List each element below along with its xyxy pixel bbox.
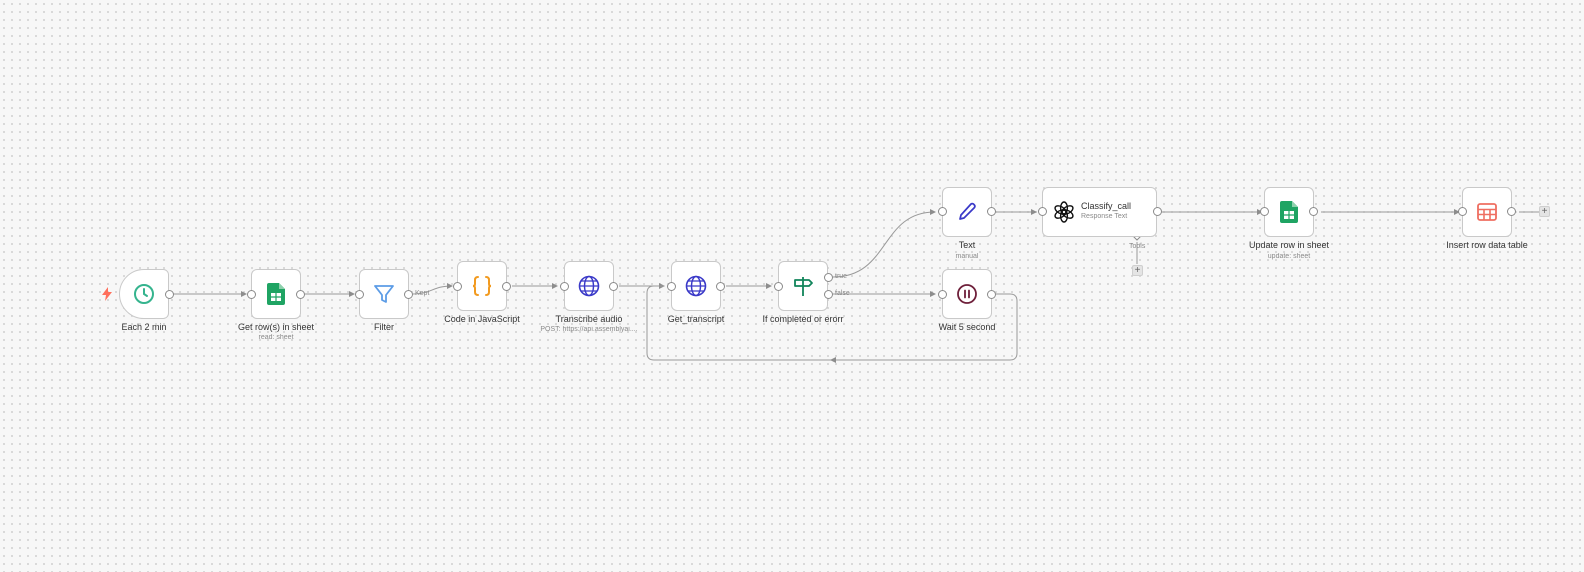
clock-icon [132,282,156,306]
wait-title: Wait 5 second [938,322,996,332]
get-rows-input-handle[interactable] [247,290,256,299]
wire-filter-to-code [412,283,453,295]
node-update-row-in-sheet[interactable] [1264,187,1314,237]
insert-row-output-handle[interactable] [1507,207,1516,216]
if-true-output-handle[interactable] [824,273,833,282]
transcribe-title: Transcribe audio [555,314,623,324]
filter-input-handle[interactable] [355,290,364,299]
get-transcript-output-handle[interactable] [716,282,725,291]
if-input-handle[interactable] [774,282,783,291]
classify-output-handle[interactable] [1153,207,1162,216]
filter-title: Filter [374,322,394,332]
text-title: Text [958,240,976,250]
transcribe-subtitle: POST: https://api.assemblyai.... [540,326,638,333]
node-classify-call[interactable] [1042,187,1157,237]
google-sheets-icon [264,282,288,306]
if-title: If completed or erorr [762,314,844,324]
table-icon [1475,200,1499,224]
add-next-node-button[interactable]: + [1539,206,1550,217]
get-rows-output-handle[interactable] [296,290,305,299]
node-if-completed[interactable] [778,261,828,311]
code-input-handle[interactable] [453,282,462,291]
filter-kept-label: Kept [415,290,430,297]
insert-row-title: Insert row data table [1446,240,1528,250]
google-sheets-icon [1277,200,1301,224]
classify-tools-label: Tools [1129,243,1146,250]
node-insert-row-data-table[interactable] [1462,187,1512,237]
each-2-min-output-handle[interactable] [165,290,174,299]
get-rows-title: Get row(s) in sheet [237,322,315,332]
node-get-rows-in-sheet[interactable] [251,269,301,319]
get-transcript-input-handle[interactable] [667,282,676,291]
pause-icon [955,282,979,306]
classify-input-handle[interactable] [1038,207,1047,216]
node-code-in-javascript[interactable] [457,261,507,311]
node-transcribe-audio[interactable] [564,261,614,311]
classify-title: Classify_call [1081,201,1132,211]
if-false-output-handle[interactable] [824,290,833,299]
if-true-label: true [835,273,848,280]
if-false-label: false [835,290,850,297]
signpost-icon [791,274,815,298]
classify-subtitle: Response Text [1081,213,1128,220]
openai-icon [1052,200,1076,224]
node-filter[interactable] [359,269,409,319]
insert-row-input-handle[interactable] [1458,207,1467,216]
trigger-bolt-icon [101,287,113,301]
get-rows-subtitle: read: sheet [258,334,294,341]
code-title: Code in JavaScript [444,314,520,324]
text-input-handle[interactable] [938,207,947,216]
text-subtitle: manual [955,253,979,260]
globe-icon [684,274,708,298]
filter-output-handle[interactable] [404,290,413,299]
update-row-input-handle[interactable] [1260,207,1269,216]
node-each-2-min[interactable] [119,269,169,319]
wire-if-true-to-text [832,209,936,278]
node-get-transcript[interactable] [671,261,721,311]
curly-braces-icon [470,274,494,298]
code-output-handle[interactable] [502,282,511,291]
update-row-output-handle[interactable] [1309,207,1318,216]
each-2-min-title: Each 2 min [121,322,167,332]
wire-loop-arrowhead [830,357,836,363]
node-wait-5-second[interactable] [942,269,992,319]
classify-add-tool-button[interactable]: + [1132,265,1143,276]
transcribe-output-handle[interactable] [609,282,618,291]
wait-input-handle[interactable] [938,290,947,299]
update-row-subtitle: update: sheet [1267,253,1311,260]
text-output-handle[interactable] [987,207,996,216]
pencil-icon [955,200,979,224]
get-transcript-title: Get_transcript [667,314,725,324]
funnel-icon [372,282,396,306]
wait-output-handle[interactable] [987,290,996,299]
update-row-title: Update row in sheet [1248,240,1330,250]
globe-icon [577,274,601,298]
node-text[interactable] [942,187,992,237]
transcribe-input-handle[interactable] [560,282,569,291]
